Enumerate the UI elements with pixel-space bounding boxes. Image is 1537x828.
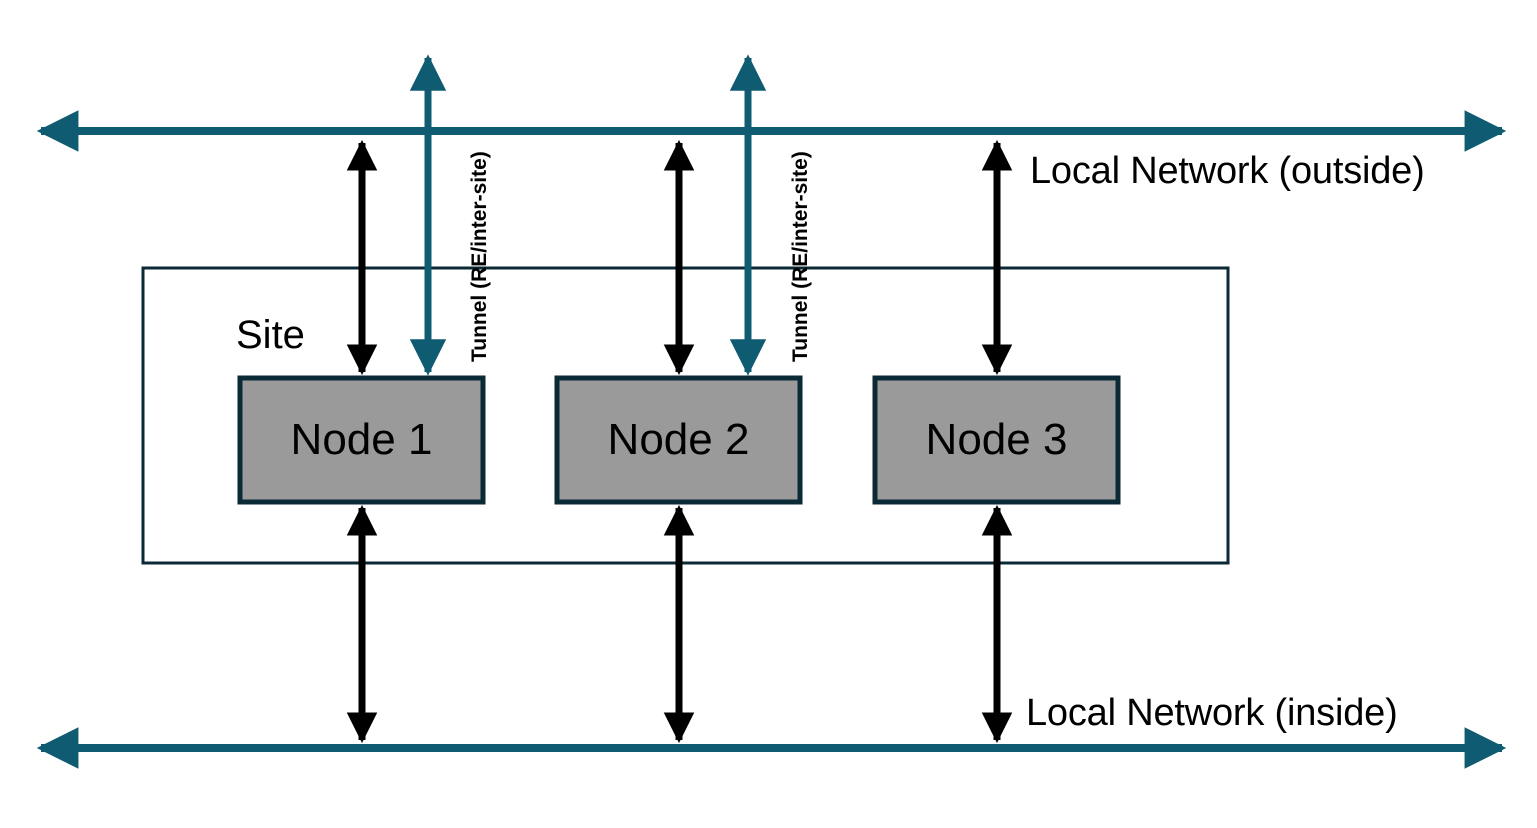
tunnel-label-node-1: Tunnel (RE/inter-site): [468, 151, 491, 362]
site-label: Site: [236, 313, 305, 357]
node-box-3[interactable]: [872, 375, 1121, 505]
node-box-2[interactable]: [554, 375, 803, 505]
node-label-2: Node 2: [607, 415, 750, 464]
node-label-3: Node 3: [925, 415, 1068, 464]
tunnel-label-node-2: Tunnel (RE/inter-site): [789, 151, 812, 362]
node-box-1[interactable]: [237, 375, 486, 505]
local-network-inside-label: Local Network (inside): [1026, 692, 1398, 734]
node-label-1: Node 1: [290, 415, 433, 464]
local-network-outside-label: Local Network (outside): [1030, 150, 1425, 192]
